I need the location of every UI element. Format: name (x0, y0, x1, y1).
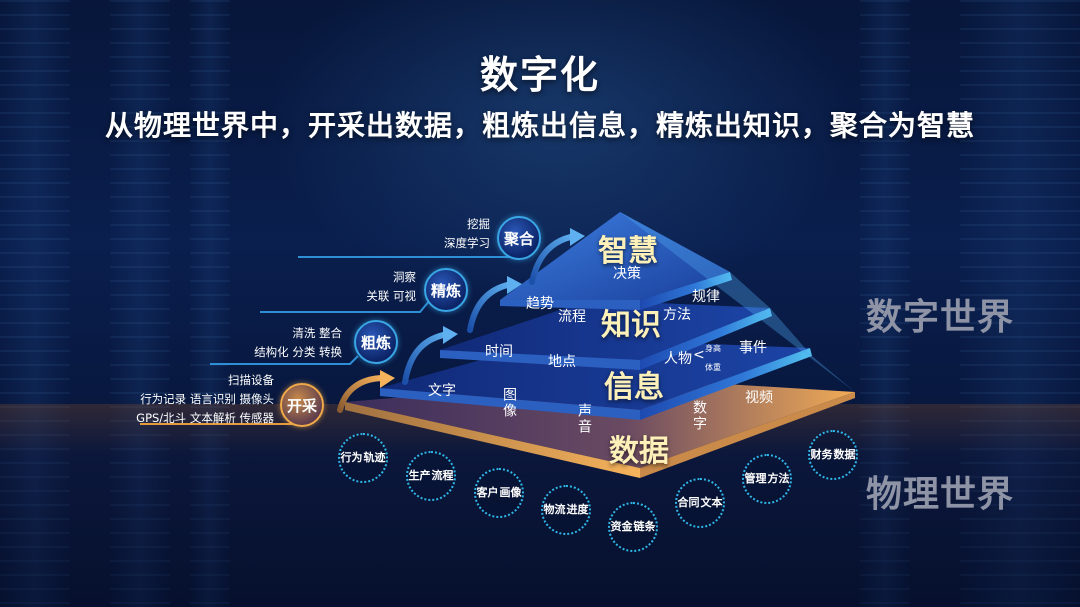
page-subtitle: 从物理世界中，开采出数据，粗炼出信息，精炼出知识，聚合为智慧 (104, 109, 975, 142)
information-sublabel: 身高 (705, 344, 721, 353)
information-sublabel: 体重 (705, 363, 721, 372)
digital-world-label: 数字世界 (866, 297, 1015, 338)
stage-desc-line: 关联 可视 (366, 289, 416, 303)
source-bubble: 物流进度 (541, 485, 591, 535)
physical-world-label: 物理世界 (866, 474, 1015, 515)
stage-desc-line: 结构化 分类 转换 (254, 345, 342, 359)
bracket-icon: < (693, 347, 705, 363)
knowledge-label: 方法 (663, 307, 691, 323)
information-label: 事件 (739, 340, 767, 356)
stage-desc-line: 深度学习 (444, 236, 490, 250)
stage-desc-line: 扫描设备 (228, 373, 274, 387)
server-rack-decoration (0, 0, 70, 607)
stage-desc-line: GPS/北斗 文本解析 传感器 (136, 411, 274, 425)
source-bubble: 合同文本 (675, 478, 725, 528)
server-rack-decoration (960, 0, 1080, 607)
stage-aggregate: 聚合 (497, 216, 541, 260)
knowledge-label: 流程 (558, 309, 586, 325)
stage-refine: 精炼 (424, 268, 468, 312)
stage-mining: 开采 (280, 383, 324, 427)
stage-mining-desc: 扫描设备 行为记录 语言识别 摄像头 GPS/北斗 文本解析 传感器 (136, 371, 274, 428)
source-bubble: 生产流程 (406, 451, 456, 501)
knowledge-label: 规律 (692, 289, 720, 305)
information-label: 时间 (485, 344, 513, 360)
source-bubble: 管理方法 (742, 454, 792, 504)
stage-desc-line: 洞察 (393, 270, 416, 284)
stage-desc-line: 挖掘 (467, 217, 490, 231)
page-title: 数字化 (479, 53, 600, 97)
layer-title-data: 数据 (609, 434, 669, 469)
information-label: 地点 (548, 354, 576, 370)
data-label: 视频 (745, 390, 773, 406)
data-label: 图像 (501, 387, 517, 419)
stage-desc-line: 行为记录 语言识别 摄像头 (140, 392, 274, 406)
stage-desc-line: 清洗 整合 (292, 326, 342, 340)
layer-title-information: 信息 (604, 370, 664, 405)
stage-aggregate-desc: 挖掘 深度学习 (444, 215, 490, 253)
stage-rough-refine-desc: 清洗 整合 结构化 分类 转换 (254, 324, 342, 362)
information-label: 人物 (664, 351, 692, 367)
server-rack-decoration (860, 0, 910, 607)
stage-rough-refine: 粗炼 (354, 320, 398, 364)
data-label: 文字 (428, 383, 456, 399)
data-label: 数字 (691, 400, 707, 432)
source-bubble: 财务数据 (808, 430, 858, 480)
data-label: 声音 (576, 403, 592, 435)
wisdom-label: 决策 (613, 266, 641, 282)
layer-title-knowledge: 知识 (601, 308, 661, 343)
server-rack-decoration (110, 0, 170, 607)
knowledge-label: 趋势 (526, 296, 554, 312)
server-rack-decoration (190, 0, 230, 607)
source-bubble: 客户画像 (474, 468, 524, 518)
source-bubble: 资金链条 (608, 502, 658, 552)
stage-refine-desc: 洞察 关联 可视 (366, 268, 416, 306)
source-bubble: 行为轨迹 (338, 433, 388, 483)
layer-title-wisdom: 智慧 (598, 234, 658, 269)
